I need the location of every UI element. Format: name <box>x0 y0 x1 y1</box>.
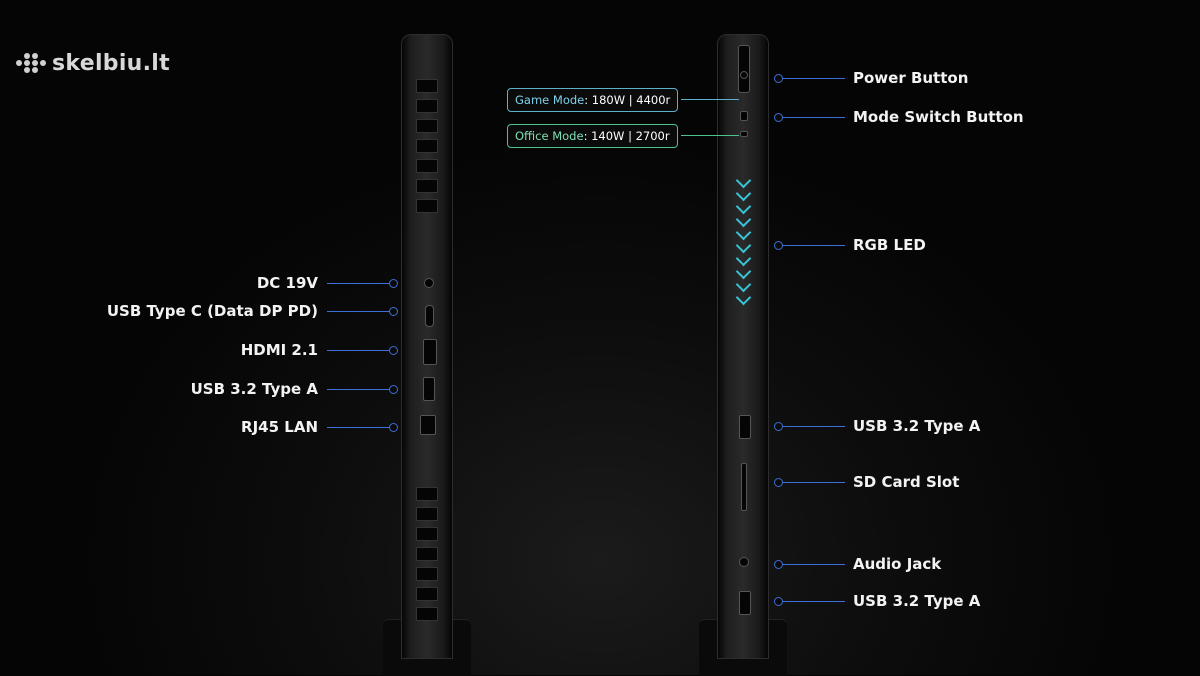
watermark: skelbiu.lt <box>14 48 170 78</box>
device-body <box>717 34 769 659</box>
callout-line <box>783 601 845 602</box>
label-usb-a-front-1: USB 3.2 Type A <box>853 417 981 435</box>
label-usb-a-rear: USB 3.2 Type A <box>190 380 318 398</box>
rj45-port <box>420 415 436 435</box>
label-power-button: Power Button <box>853 69 969 87</box>
callout-line <box>327 350 389 351</box>
callout-node <box>389 346 398 355</box>
label-hdmi: HDMI 2.1 <box>240 341 318 359</box>
callout-node <box>389 279 398 288</box>
game-mode-line <box>681 99 739 100</box>
device-body <box>401 34 453 659</box>
vent <box>416 179 438 193</box>
office-mode-name: Office Mode <box>515 129 584 143</box>
callout-node <box>389 385 398 394</box>
usb-a-port <box>423 377 435 401</box>
label-sd-card: SD Card Slot <box>853 473 960 491</box>
label-usb-a-front-2: USB 3.2 Type A <box>853 592 981 610</box>
callout-node <box>774 241 783 250</box>
callout-line <box>783 245 845 246</box>
vent <box>416 487 438 501</box>
label-rj45: RJ45 LAN <box>241 418 318 436</box>
power-button <box>740 71 748 79</box>
vent <box>416 567 438 581</box>
label-usb-type-c: USB Type C (Data DP PD) <box>106 302 318 320</box>
game-mode-box: Game Mode: 180W | 4400r <box>507 88 679 112</box>
device-right-side <box>699 34 787 676</box>
device-left-side <box>383 34 471 676</box>
hdmi-port <box>423 339 437 365</box>
office-mode-value: 140W | 2700r <box>591 129 670 143</box>
callout-line <box>327 427 389 428</box>
callout-line <box>783 426 845 427</box>
vent <box>416 199 438 213</box>
dots-logo-icon <box>14 48 48 78</box>
callout-line <box>783 482 845 483</box>
sd-card-slot <box>741 463 747 511</box>
vent <box>416 139 438 153</box>
mode-switch-button <box>740 111 748 121</box>
callout-line <box>783 117 845 118</box>
office-mode-line <box>681 135 739 136</box>
callout-line <box>783 564 845 565</box>
game-mode-value: 180W | 4400r <box>591 93 671 107</box>
vent <box>416 99 438 113</box>
button-panel <box>738 45 750 93</box>
game-mode-name: Game Mode <box>515 93 585 107</box>
callout-node <box>774 597 783 606</box>
dc-port <box>424 278 434 288</box>
watermark-text: skelbiu.lt <box>52 50 170 76</box>
vent <box>416 79 438 93</box>
callout-node <box>774 74 783 83</box>
vent <box>416 607 438 621</box>
label-rgb-led: RGB LED <box>853 236 926 254</box>
mode-indicator <box>740 131 748 137</box>
usb-a-port <box>739 591 751 615</box>
usb-c-port <box>425 305 434 327</box>
callout-node <box>774 560 783 569</box>
callout-line <box>327 283 389 284</box>
vent <box>416 587 438 601</box>
vent <box>416 547 438 561</box>
label-dc-19v: DC 19V <box>256 274 318 292</box>
audio-jack <box>739 557 749 567</box>
callout-node <box>389 307 398 316</box>
office-mode-box: Office Mode: 140W | 2700r <box>507 124 678 148</box>
callout-node <box>389 423 398 432</box>
callout-line <box>783 78 845 79</box>
callout-node <box>774 478 783 487</box>
label-audio-jack: Audio Jack <box>853 555 942 573</box>
rgb-led-chevron <box>735 289 752 306</box>
callout-node <box>774 113 783 122</box>
callout-line <box>327 311 389 312</box>
label-mode-switch: Mode Switch Button <box>853 108 1024 126</box>
usb-a-port <box>739 415 751 439</box>
callout-node <box>774 422 783 431</box>
vent <box>416 507 438 521</box>
vent <box>416 159 438 173</box>
callout-line <box>327 389 389 390</box>
vent <box>416 119 438 133</box>
vent <box>416 527 438 541</box>
